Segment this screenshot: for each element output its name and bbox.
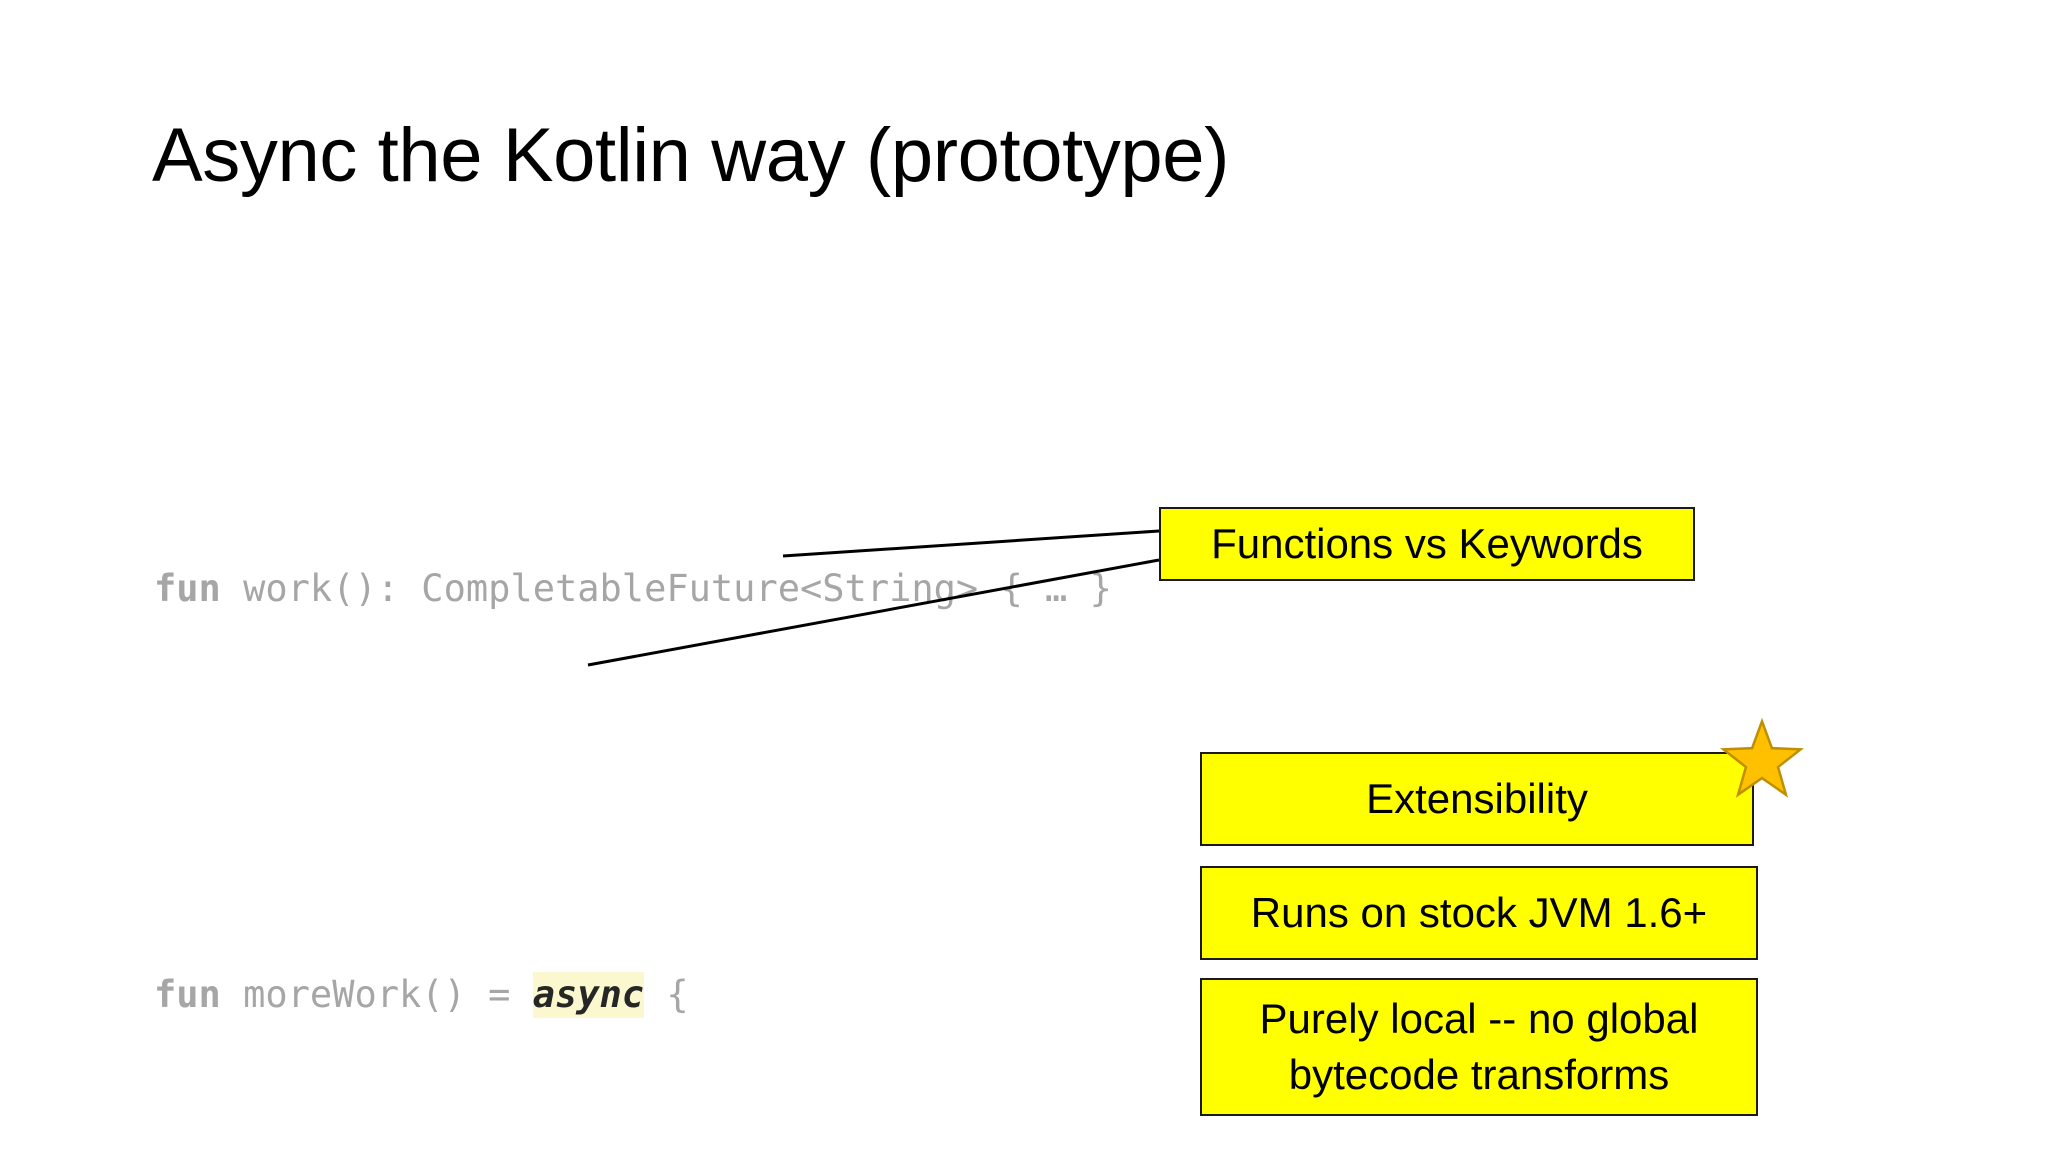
code-block: fun work(): CompletableFuture<String> { … xyxy=(154,410,1112,1152)
code-token-keyword: fun xyxy=(154,567,221,610)
page-title: Async the Kotlin way (prototype) xyxy=(152,113,1230,198)
code-token-plain: moreWork() = xyxy=(220,973,533,1016)
star-shape xyxy=(1720,718,1804,798)
callout-functions-vs-keywords[interactable]: Functions vs Keywords xyxy=(1159,507,1695,581)
code-token-plain: { xyxy=(644,973,689,1016)
callout-purely-local-line-1: Purely local -- no global xyxy=(1259,994,1699,1042)
callout-purely-local[interactable]: Purely local -- no global bytecode trans… xyxy=(1200,978,1758,1116)
callout-jvm-label: Runs on stock JVM 1.6+ xyxy=(1250,889,1708,937)
code-token-async-keyword: async xyxy=(532,972,645,1018)
code-token-keyword: fun xyxy=(154,973,221,1016)
code-line-work-signature: fun work(): CompletableFuture<String> { … xyxy=(154,563,1112,614)
code-line-blank xyxy=(154,767,1112,816)
callout-extensibility[interactable]: Extensibility xyxy=(1200,752,1754,846)
code-token-plain: work(): CompletableFuture<String> { … } xyxy=(220,567,1112,610)
star-icon xyxy=(1720,718,1804,798)
code-line-morework-signature: fun moreWork() = async { xyxy=(154,969,1112,1020)
callout-runs-on-stock-jvm[interactable]: Runs on stock JVM 1.6+ xyxy=(1200,866,1758,960)
callout-purely-local-line-2: bytecode transforms xyxy=(1288,1051,1670,1098)
